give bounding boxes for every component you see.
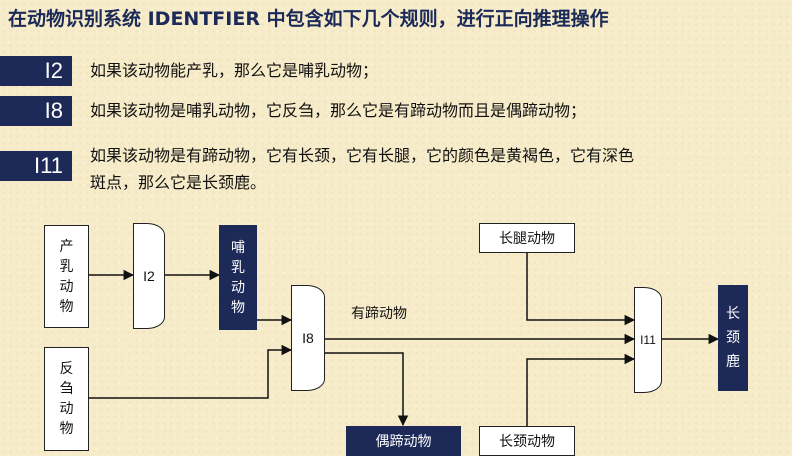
rule-badge-i2: I2 [0,56,72,86]
node-ruminates-char-4: 物 [59,421,74,437]
node-long-legs: 长腿动物 [479,223,575,253]
rule-text-i11-line1: 如果该动物是有蹄动物，它有长颈，它有长腿，它的颜色是黄褐色，它有深色 [90,146,635,165]
node-mammal-char-4: 物 [231,299,245,316]
node-long-neck: 长颈动物 [479,426,575,456]
rule-gate-i11: I11 [634,287,662,393]
node-produces-milk: 产 乳 动 物 [44,225,89,328]
node-mammal-char-3: 动 [231,279,245,296]
node-mammal: 哺 乳 动 物 [219,225,257,330]
rule-badge-i8: I8 [0,96,72,126]
page-title: 在动物识别系统 IDENTFIER 中包含如下几个规则，进行正向推理操作 [8,8,609,30]
node-produces-milk-char-1: 产 [59,238,74,255]
node-produces-milk-char-4: 物 [59,298,74,315]
node-ruminates-char-3: 动 [59,401,74,417]
node-produces-milk-char-3: 动 [59,278,74,295]
edge-long-legs-to-i11 [526,252,636,326]
node-giraffe-char-1: 长 [726,306,740,322]
edge-i8-to-even-toed [325,352,409,427]
node-mammal-char-2: 乳 [231,259,245,276]
rule-text-i11: 如果该动物是有蹄动物，它有长颈，它有长腿，它的颜色是黄褐色，它有深色 斑点，那么… [90,142,634,196]
node-mammal-char-1: 哺 [231,239,245,256]
node-ruminates-char-2: 刍 [59,381,74,397]
node-even-toed: 偶蹄动物 [346,426,461,456]
edge-ruminate-to-i8 [89,344,293,399]
rule-text-i2: 如果该动物能产乳，那么它是哺乳动物； [90,61,379,80]
node-even-toed-label: 偶蹄动物 [375,434,432,450]
node-ruminates-char-1: 反 [59,361,74,377]
node-giraffe-char-2: 颈 [726,330,740,346]
rule-gate-i8: I8 [291,285,325,391]
rule-gate-i2: I2 [133,223,165,329]
node-long-legs-label: 长腿动物 [499,231,555,247]
node-giraffe-char-3: 鹿 [726,354,740,370]
rule-text-i11-line2: 斑点，那么它是长颈鹿。 [90,173,267,192]
node-giraffe: 长 颈 鹿 [718,285,748,391]
node-long-neck-label: 长颈动物 [499,434,555,450]
node-ruminates: 反 刍 动 物 [44,347,89,451]
node-produces-milk-char-2: 乳 [59,258,74,275]
rule-text-i8: 如果该动物是哺乳动物，它反刍，那么它是有蹄动物而且是偶蹄动物； [90,101,587,120]
rule-badge-i11: I11 [0,151,72,181]
edge-long-neck-to-i11 [526,353,636,428]
edge-label-hoofed: 有蹄动物 [351,306,407,322]
